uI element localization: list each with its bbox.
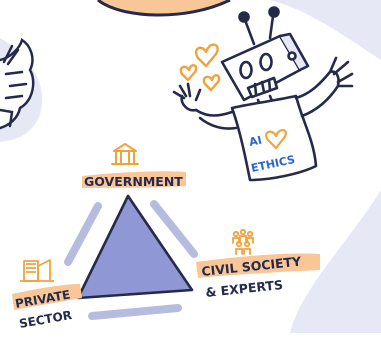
civil-label-highlight [196,253,320,278]
robot-shirt-heart-icon [265,129,287,150]
government-label: GOVERNMENT [84,174,183,189]
stakeholder-triangle [64,194,198,320]
background-cloud-right [290,190,381,333]
private-sector-icon [20,259,54,282]
private-label-highlight [12,284,82,310]
government-building-icon [111,143,139,165]
background-cloud-top [0,0,381,60]
private-label-line2: SECTOR [18,308,73,331]
triangle-shadow-bottom [88,304,182,320]
heart-icon [179,43,221,92]
partial-idea-icon [0,38,35,130]
triangle-shadow-left [64,202,102,266]
triangle-shadow-right [150,200,198,258]
top-circle-partial [97,0,231,17]
robot-shirt-ai: AI [248,134,263,149]
triangle-shape [76,194,194,300]
civil-label-line2: & EXPERTS [205,277,284,300]
government-label-highlight [82,171,186,188]
people-group-icon [232,228,254,255]
robot-illustration [172,6,354,182]
